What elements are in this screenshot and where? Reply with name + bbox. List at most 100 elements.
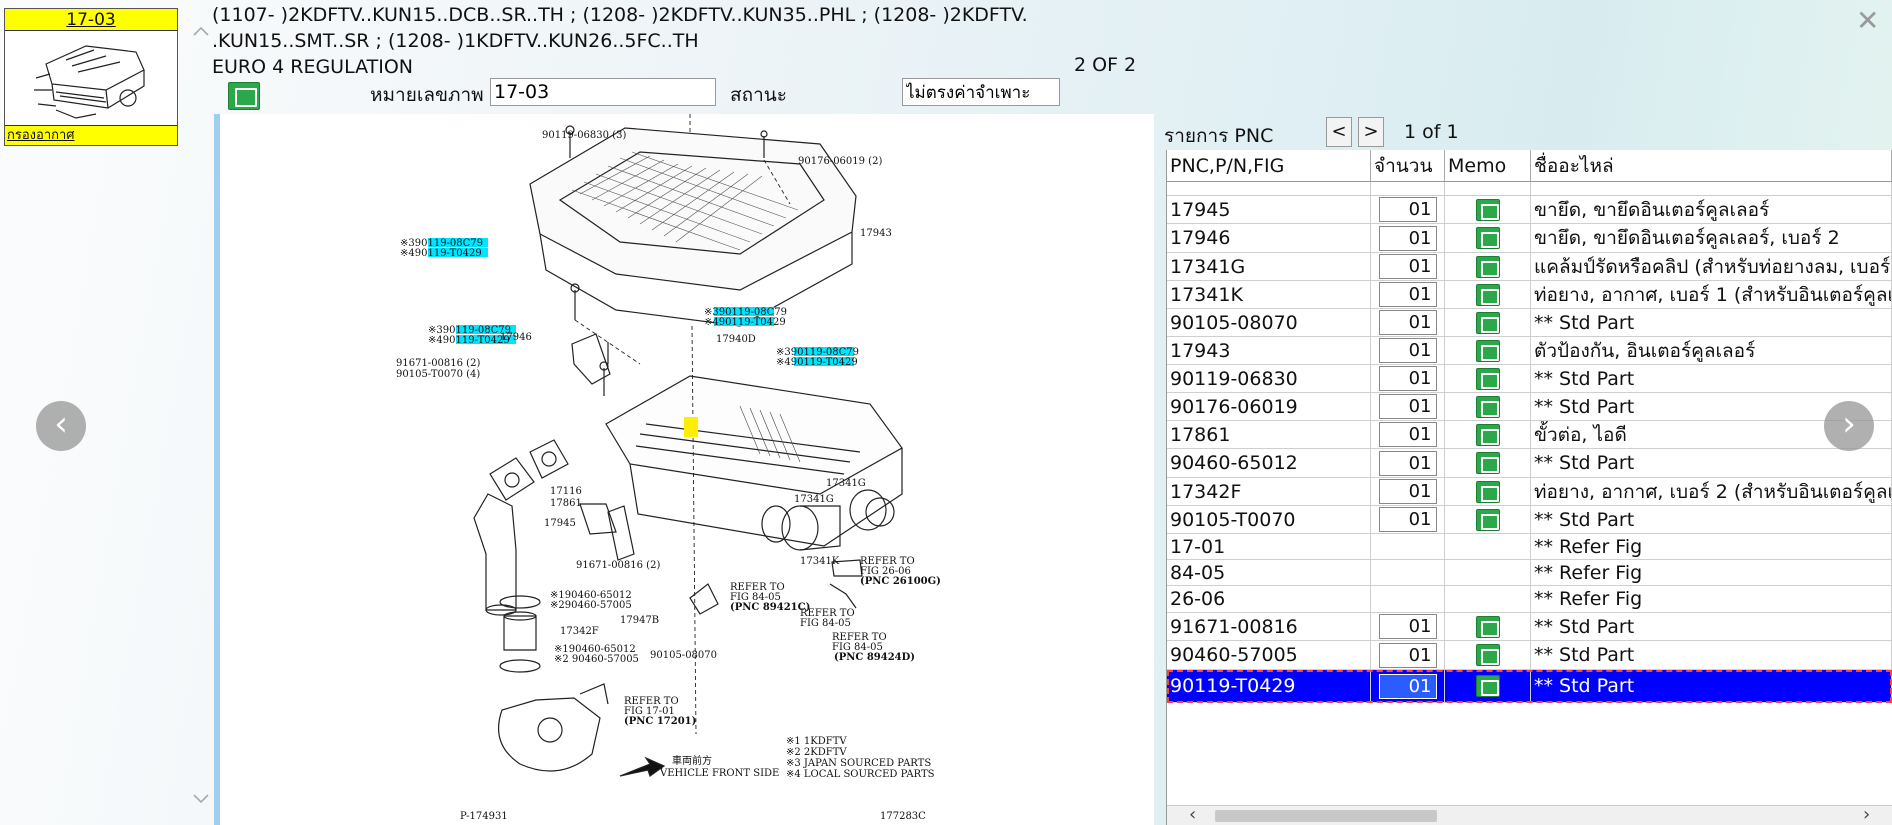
diagram-label: 90105-08070 [650, 650, 717, 661]
scrollbar-thumb[interactable] [1215, 810, 1437, 822]
cell-memo [1445, 534, 1531, 559]
quantity-field[interactable]: 01 [1378, 642, 1437, 668]
table-row[interactable]: 84-05** Refer Fig [1167, 560, 1892, 586]
memo-icon[interactable] [1475, 395, 1500, 418]
column-header-memo[interactable]: Memo [1445, 150, 1531, 181]
memo-icon[interactable] [1475, 339, 1500, 362]
parts-diagram[interactable]: 90119-06830 (3) 90176-06019 (2) 17943 ※3… [214, 110, 1154, 825]
picture-number-input[interactable] [490, 78, 716, 106]
diagram-label: 17861 [550, 498, 582, 509]
memo-icon[interactable] [1475, 644, 1500, 666]
pnc-table[interactable]: PNC,P/N,FIG จำนวน Memo ชื่ออะไหล่ 17945 0… [1166, 150, 1892, 825]
diagram-label: 17342F [560, 626, 599, 637]
diagram-label: REFER TO [860, 556, 915, 567]
cell-memo [1445, 478, 1531, 505]
pager-prev-button[interactable]: < [1326, 117, 1352, 147]
cell-memo [1445, 586, 1531, 612]
quantity-field[interactable]: 01 [1378, 507, 1437, 532]
cell-part-name: ** Std Part [1531, 613, 1892, 640]
cell-memo [1445, 337, 1531, 364]
diagram-label: 17341K [800, 556, 840, 567]
table-row[interactable]: 26-06** Refer Fig [1167, 586, 1892, 613]
status-input[interactable] [902, 78, 1060, 106]
quantity-field[interactable]: 01 [1378, 479, 1437, 504]
column-header-pnc[interactable]: PNC,P/N,FIG [1167, 150, 1371, 181]
cell-pnc: 17945 [1167, 196, 1371, 223]
table-row[interactable]: 17-01** Refer Fig [1167, 534, 1892, 560]
quantity-field[interactable]: 01 [1378, 338, 1437, 363]
previous-figure-button[interactable]: ‹ [36, 401, 86, 451]
memo-icon[interactable] [1475, 675, 1500, 697]
memo-icon[interactable] [1475, 198, 1500, 221]
quantity-field[interactable]: 01 [1378, 310, 1437, 335]
memo-icon[interactable] [1475, 367, 1500, 390]
scroll-up-icon[interactable] [192, 22, 212, 38]
memo-icon[interactable] [1475, 227, 1500, 249]
diagram-label: ※190460-65012 [554, 644, 636, 655]
memo-icon[interactable] [1475, 283, 1500, 306]
cell-qty: 01 [1371, 281, 1445, 308]
quantity-field[interactable]: 01 [1378, 450, 1437, 476]
close-icon[interactable]: ✕ [1856, 4, 1880, 37]
quantity-field[interactable]: 01 [1378, 254, 1437, 279]
column-header-name[interactable]: ชื่ออะไหล่ [1531, 150, 1892, 181]
diagram-label: REFER TO [730, 582, 785, 593]
quantity-field[interactable]: 01 [1378, 366, 1437, 391]
memo-icon[interactable] [1475, 615, 1500, 638]
cell-memo [1445, 253, 1531, 280]
diagram-label: 90176-06019 (2) [798, 156, 882, 167]
quantity-field[interactable]: 01 [1378, 225, 1437, 251]
memo-icon[interactable] [1475, 480, 1500, 503]
cell-memo [1445, 506, 1531, 533]
cell-memo [1445, 309, 1531, 336]
table-row[interactable]: 90119-06830 01 ** Std Part [1167, 365, 1892, 393]
diagram-label: 17947B [620, 615, 659, 626]
cell-pnc: 17342F [1167, 478, 1371, 505]
quantity-field[interactable]: 01 [1378, 673, 1437, 699]
memo-icon[interactable] [1475, 311, 1500, 334]
scroll-right-icon[interactable]: › [1863, 804, 1871, 825]
quantity-field[interactable]: 01 [1378, 394, 1437, 419]
cell-part-name: ** Std Part [1531, 365, 1892, 392]
next-figure-button[interactable]: › [1824, 401, 1874, 451]
header-line-2: .KUN15..SMT..SR ; (1208- )1KDFTV..KUN26.… [212, 30, 699, 52]
cell-part-name: ตัวป้องกัน, อินเตอร์คูลเลอร์ [1531, 337, 1892, 364]
memo-button[interactable] [228, 82, 260, 110]
quantity-field[interactable]: 01 [1378, 422, 1437, 447]
diagram-label: FIG 84-05 [832, 642, 883, 653]
figure-thumbnail[interactable]: 17-03 กรองอากาศ [4, 8, 178, 146]
quantity-field[interactable]: 01 [1378, 614, 1437, 639]
horizontal-scrollbar[interactable]: ‹ › [1167, 804, 1892, 825]
quantity-field[interactable]: 01 [1378, 197, 1437, 222]
memo-icon[interactable] [1475, 452, 1500, 474]
table-header: PNC,P/N,FIG จำนวน Memo ชื่ออะไหล่ [1167, 150, 1892, 182]
cell-pnc: 90119-06830 [1167, 365, 1371, 392]
quantity-field[interactable]: 01 [1378, 282, 1437, 307]
cell-part-name: ท่อยาง, อากาศ, เบอร์ 1 (สำหรับอินเตอร์คู… [1531, 281, 1892, 308]
memo-icon[interactable] [1475, 508, 1500, 531]
scroll-down-icon[interactable] [192, 790, 212, 806]
memo-icon[interactable] [1475, 255, 1500, 278]
cell-pnc: 90119-T0429 [1167, 670, 1371, 702]
scroll-left-icon[interactable]: ‹ [1189, 804, 1197, 825]
cell-memo [1445, 281, 1531, 308]
cell-memo [1445, 421, 1531, 448]
pager-next-button[interactable]: > [1358, 117, 1384, 147]
memo-icon[interactable] [1475, 423, 1500, 446]
column-header-qty[interactable]: จำนวน [1371, 150, 1445, 181]
diagram-label: 車両前方 [672, 754, 712, 767]
